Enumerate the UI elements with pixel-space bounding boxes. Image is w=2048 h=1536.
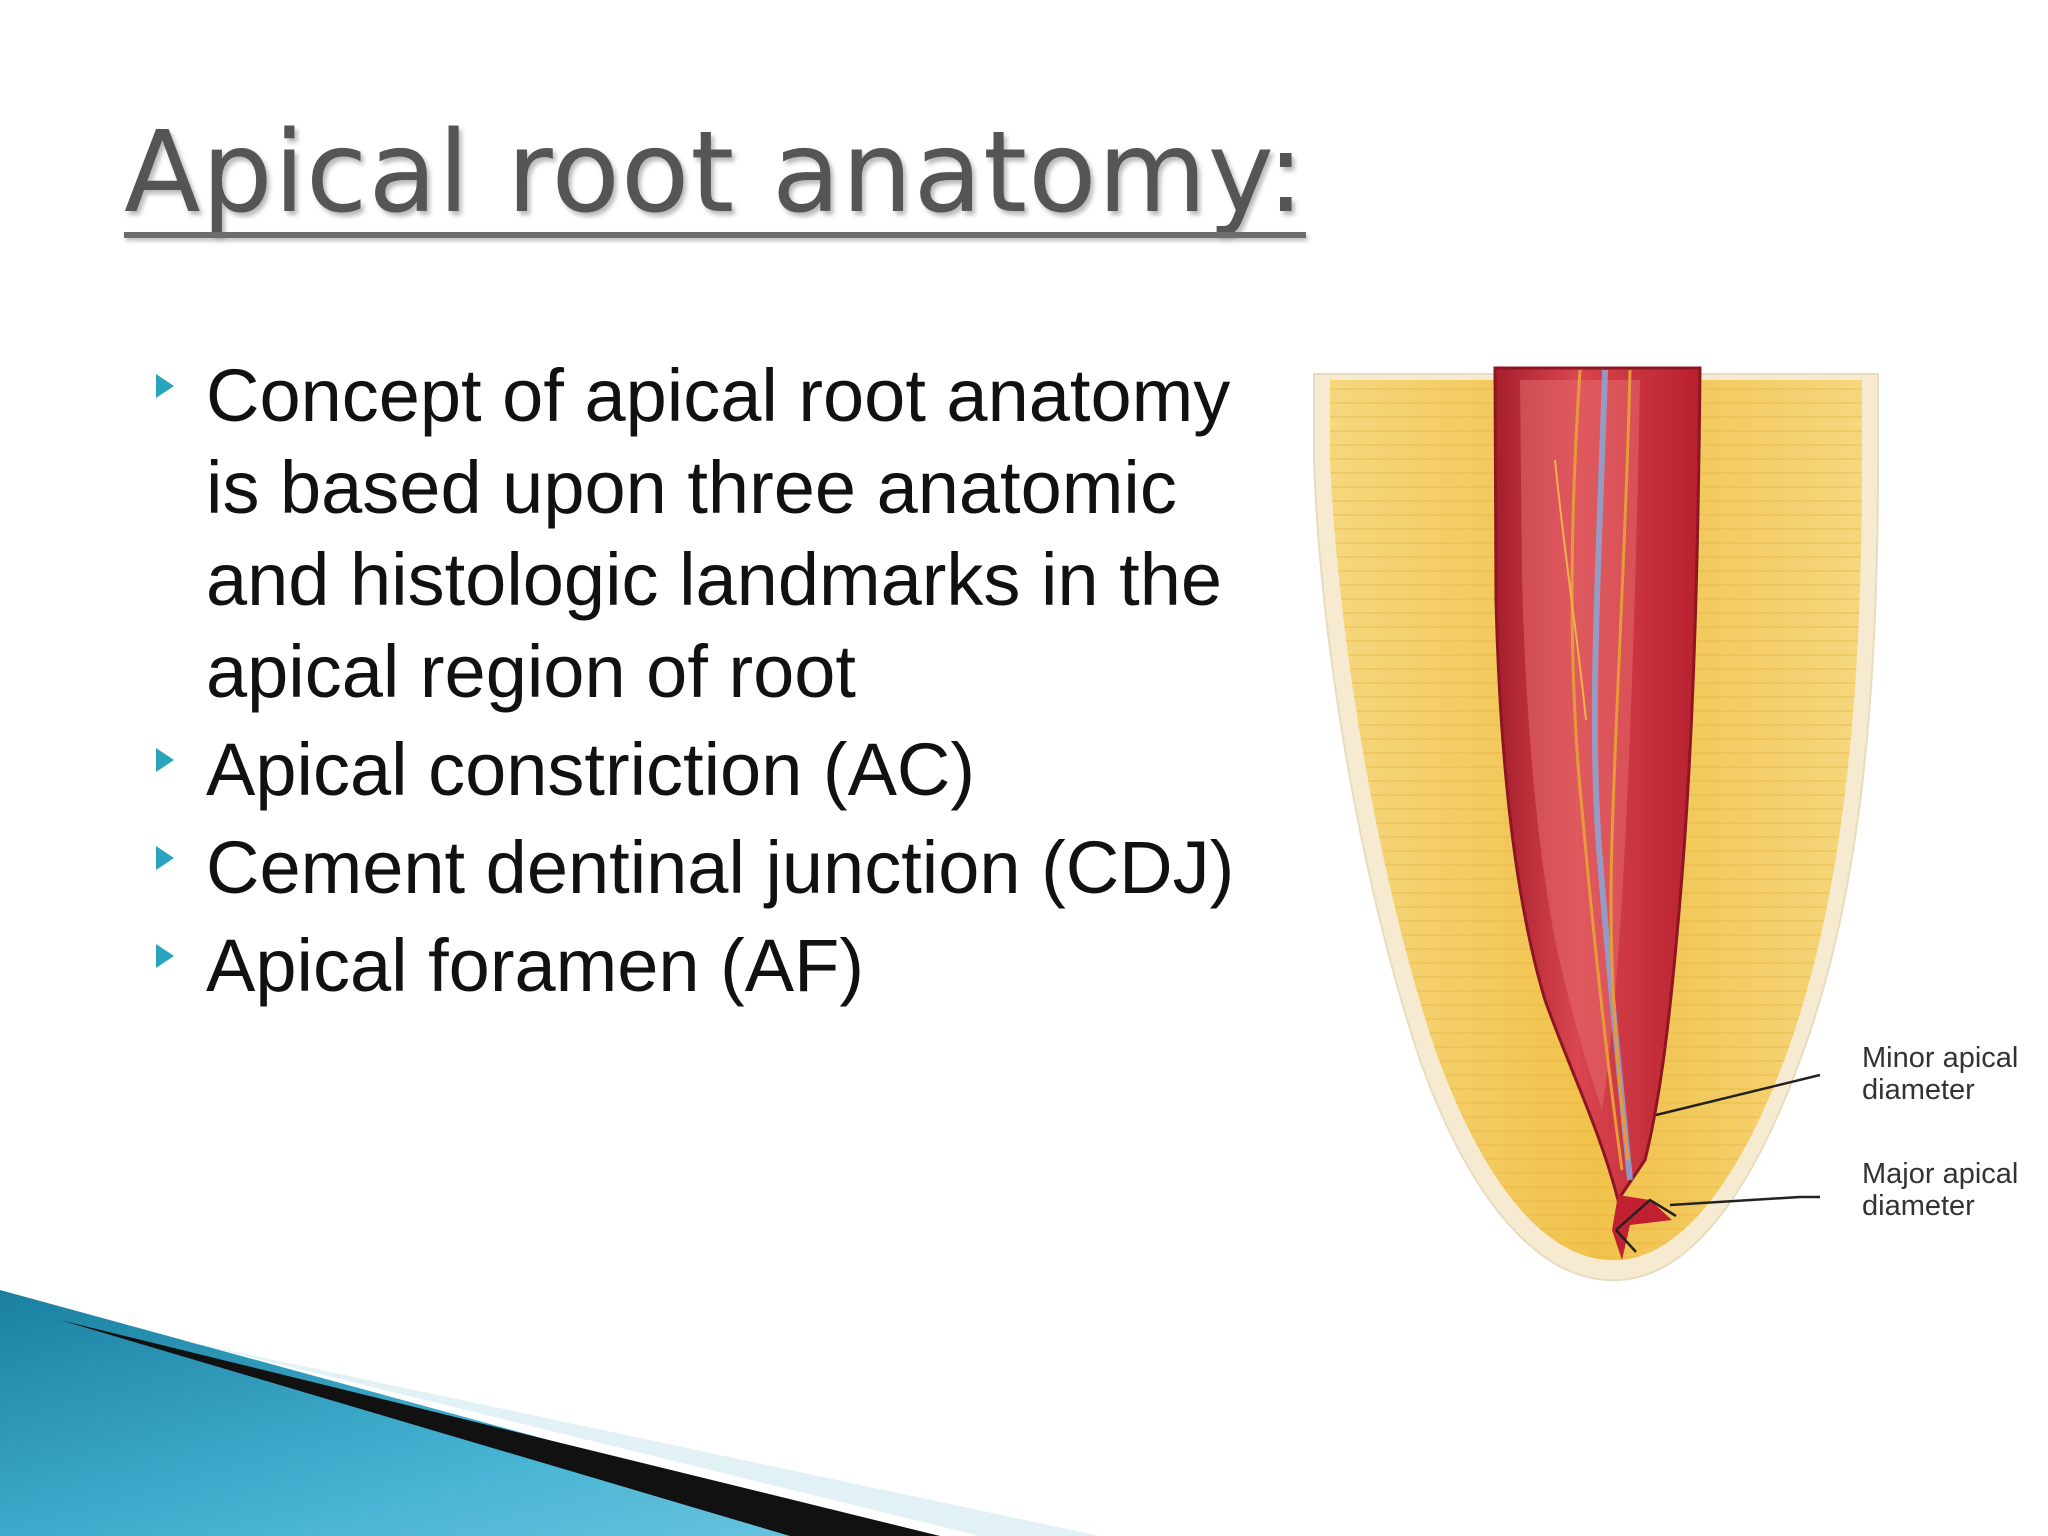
bullet-item: Apical foramen (AF) [148, 920, 1258, 1012]
triangle-right-icon [156, 748, 174, 772]
minor-apical-diameter-label: Minor apical diameter [1862, 1042, 2019, 1106]
bullet-list: Concept of apical root anatomy is based … [148, 350, 1258, 1018]
apical-foramen [1612, 1195, 1672, 1260]
root-apex-illustration: Minor apical diameter Major apical diame… [1300, 340, 2048, 1300]
root-apex-svg [1313, 366, 1879, 1282]
bullet-item: Apical constriction (AC) [148, 724, 1258, 816]
bullet-text: Concept of apical root anatomy is based … [206, 354, 1231, 713]
triangle-right-icon [156, 374, 174, 398]
bullet-text: Apical constriction (AC) [206, 728, 976, 811]
triangle-right-icon [156, 944, 174, 968]
bullet-text: Cement dentinal junction (CDJ) [206, 826, 1235, 909]
decorative-wedge [0, 1290, 1100, 1536]
triangle-right-icon [156, 846, 174, 870]
bullet-text: Apical foramen (AF) [206, 924, 864, 1007]
minor-leader-line [1655, 1073, 1821, 1117]
bullet-item: Concept of apical root anatomy is based … [148, 350, 1258, 718]
slide-title: Apical root anatomy: [124, 108, 1306, 238]
major-leader-line [1669, 1195, 1801, 1207]
major-apical-diameter-label: Major apical diameter [1862, 1158, 2019, 1222]
major-diameter-bracket [1615, 1198, 1677, 1253]
title-underline [124, 232, 1306, 238]
bullet-item: Cement dentinal junction (CDJ) [148, 822, 1258, 914]
